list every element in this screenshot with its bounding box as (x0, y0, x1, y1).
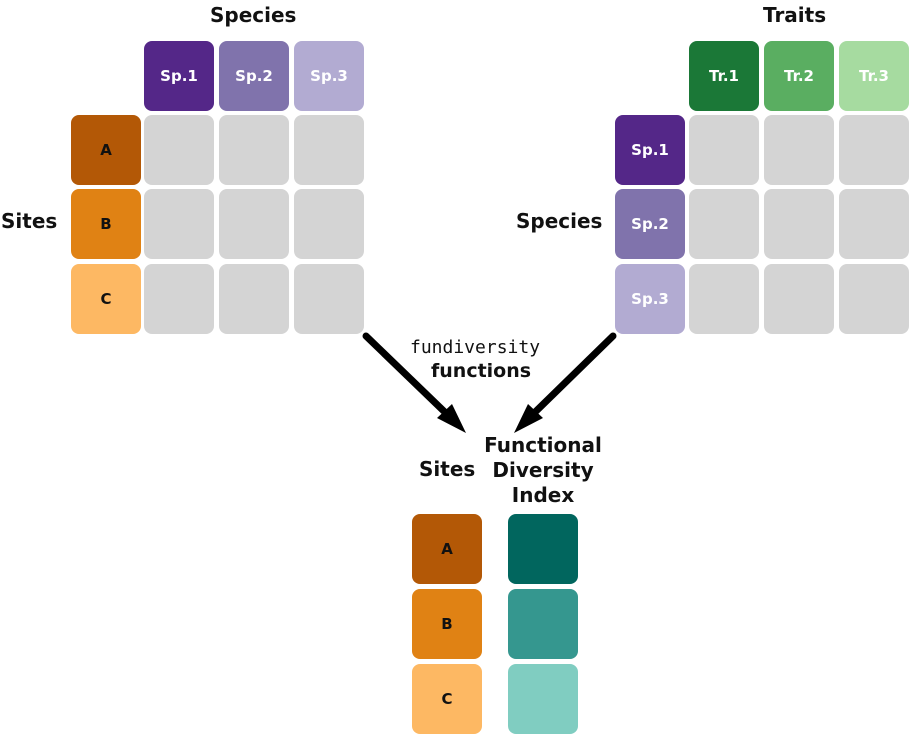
matrix-cell (839, 189, 909, 259)
species-column-title: Species (210, 3, 297, 27)
species-row-title: Species (516, 209, 603, 233)
functional-diversity-index-title: Functional Diversity Index (478, 433, 608, 508)
package-name-label: fundiversity (410, 337, 541, 358)
trait-header-tr3: Tr.3 (839, 41, 909, 111)
matrix-cell (764, 115, 834, 185)
matrix-cell (294, 115, 364, 185)
matrix-cell (219, 189, 289, 259)
matrix-cell (764, 189, 834, 259)
index-value-a (508, 514, 578, 584)
species-header-sp2: Sp.2 (219, 41, 289, 111)
matrix-cell (764, 264, 834, 334)
trait-header-tr2: Tr.2 (764, 41, 834, 111)
matrix-cell (839, 264, 909, 334)
left-arrow (362, 332, 466, 433)
site-header-b: B (71, 189, 141, 259)
sites-row-title: Sites (1, 209, 58, 233)
index-value-b (508, 589, 578, 659)
matrix-cell (689, 264, 759, 334)
index-value-c (508, 664, 578, 734)
matrix-cell (144, 115, 214, 185)
species-header-sp3: Sp.3 (294, 41, 364, 111)
matrix-cell (689, 115, 759, 185)
species-row-sp2: Sp.2 (615, 189, 685, 259)
trait-header-tr1: Tr.1 (689, 41, 759, 111)
matrix-cell (144, 264, 214, 334)
output-site-b: B (412, 589, 482, 659)
matrix-cell (294, 189, 364, 259)
matrix-cell (144, 189, 214, 259)
fdi-title-line: Index (511, 483, 575, 507)
fdi-title-line: Functional (484, 433, 602, 457)
matrix-cell (839, 115, 909, 185)
matrix-cell (689, 189, 759, 259)
matrix-cell (294, 264, 364, 334)
site-header-c: C (71, 264, 141, 334)
matrix-cell (219, 115, 289, 185)
fdi-title-line: Diversity (492, 458, 594, 482)
species-row-sp3: Sp.3 (615, 264, 685, 334)
site-header-a: A (71, 115, 141, 185)
output-site-c: C (412, 664, 482, 734)
species-row-sp1: Sp.1 (615, 115, 685, 185)
functions-label: functions (431, 360, 532, 382)
matrix-cell (219, 264, 289, 334)
traits-column-title: Traits (763, 3, 827, 27)
right-arrow (514, 332, 617, 433)
species-header-sp1: Sp.1 (144, 41, 214, 111)
output-sites-title: Sites (419, 457, 476, 481)
output-site-a: A (412, 514, 482, 584)
